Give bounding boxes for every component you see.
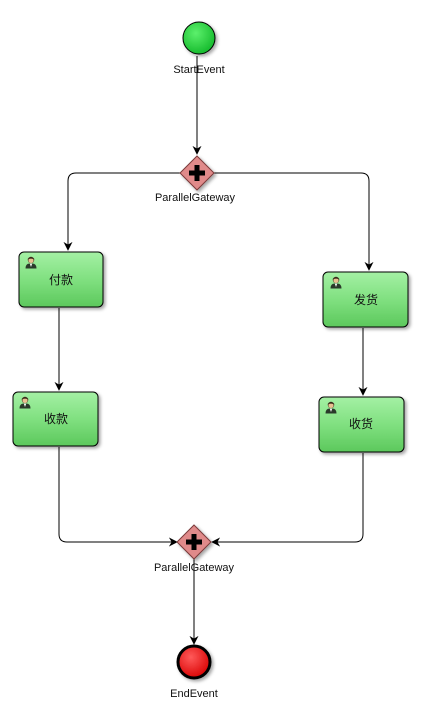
task-ship[interactable]: 发货 bbox=[322, 271, 409, 328]
flow-collect-to-join[interactable] bbox=[58, 447, 178, 547]
end-event-label: EndEvent bbox=[170, 688, 218, 700]
task-ship-label: 发货 bbox=[354, 292, 378, 307]
task-receive[interactable]: 收货 bbox=[318, 396, 405, 453]
flow-fork-to-ship[interactable] bbox=[214, 172, 374, 271]
task-pay-label: 付款 bbox=[49, 273, 73, 287]
sequence-flows bbox=[54, 56, 374, 645]
task-collect[interactable]: 收款 bbox=[12, 391, 99, 447]
flow-fork-to-pay[interactable] bbox=[63, 172, 180, 251]
flow-receive-to-join[interactable] bbox=[211, 453, 364, 547]
start-event[interactable] bbox=[182, 21, 216, 55]
fork-gateway-label: ParallelGateway bbox=[155, 192, 236, 204]
fork-gateway[interactable] bbox=[179, 155, 215, 191]
task-collect-label: 收款 bbox=[44, 412, 68, 426]
join-gateway-label: ParallelGateway bbox=[154, 562, 235, 574]
plus-icon bbox=[186, 534, 202, 550]
join-gateway[interactable] bbox=[176, 524, 212, 560]
task-receive-label: 收货 bbox=[349, 416, 373, 431]
plus-icon bbox=[189, 165, 205, 181]
end-event[interactable] bbox=[176, 644, 212, 680]
start-event-label: StartEvent bbox=[173, 64, 224, 76]
task-pay[interactable]: 付款 bbox=[18, 251, 104, 308]
